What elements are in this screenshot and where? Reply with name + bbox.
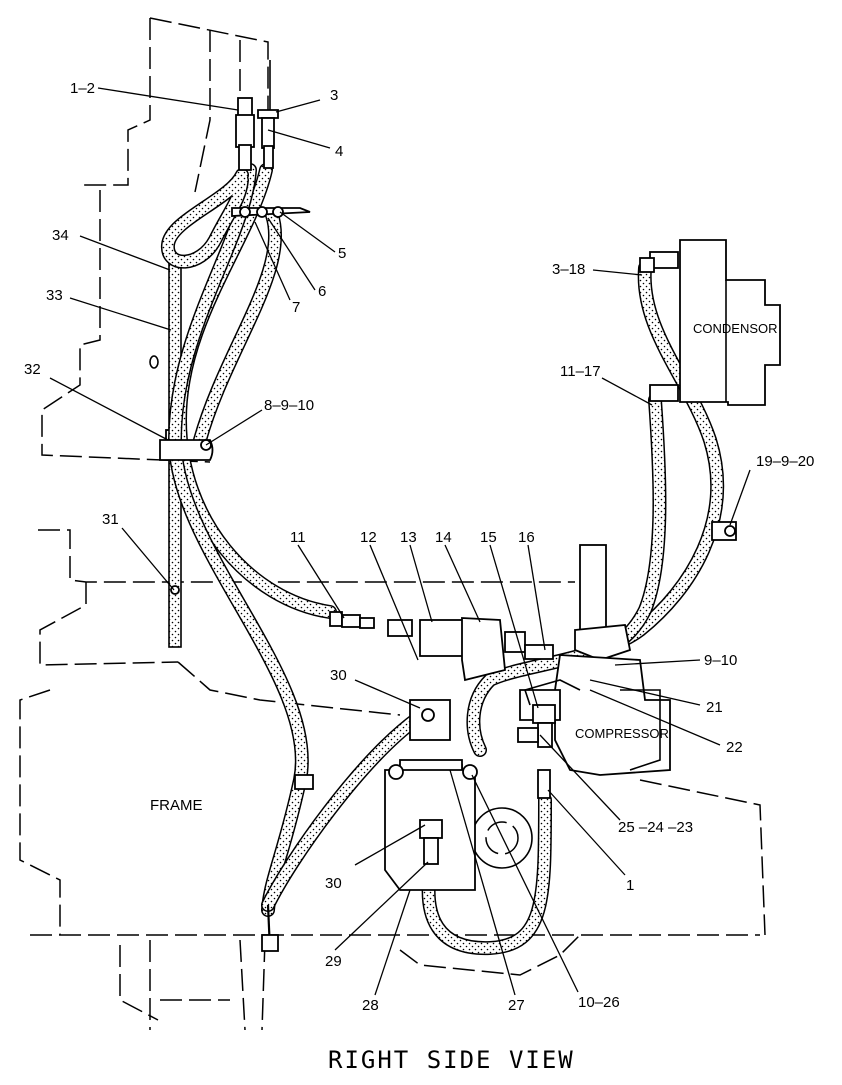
callout-10-26: 10–26 [578,994,620,1011]
condensor-label: CONDENSOR [693,321,778,336]
receiver-dryer [384,699,478,891]
callout-19-9-20: 19–9–20 [756,453,814,470]
callout-34: 34 [52,227,69,244]
callout-33: 33 [46,287,63,304]
callout-9-10: 9–10 [704,652,737,669]
hoses [161,163,725,956]
top-fittings [235,60,279,171]
tee-fitting [517,679,581,799]
callout-25-24-23: 25 –24 –23 [618,819,693,836]
callout-30-bottom: 30 [325,875,342,892]
clamp-plate [231,206,311,218]
callout-21: 21 [706,699,723,716]
frame-structure [19,529,766,1031]
callout-31: 31 [102,511,119,528]
callout-3-18: 3–18 [552,261,585,278]
compressor: COMPRESSOR [519,544,671,776]
callout-6: 6 [318,283,326,300]
callout-27: 27 [508,997,525,1014]
leader-lines [49,87,751,996]
clip-8-9-10 [159,439,214,461]
callout-32: 32 [24,361,41,378]
callout-7: 7 [292,299,300,316]
view-title: RIGHT SIDE VIEW [328,1046,575,1074]
callout-12: 12 [360,529,377,546]
bottom-clamp [261,774,314,952]
frame-label: FRAME [150,797,203,814]
frame-boss [471,807,533,869]
condensor: CONDENSOR [639,239,781,406]
cab-boss [149,355,159,369]
callout-3: 3 [330,87,338,104]
callouts: 1–2 3 4 5 6 7 34 33 32 8–9–10 31 3–18 11… [24,80,814,1014]
callout-30-top: 30 [330,667,347,684]
compressor-label: COMPRESSOR [575,726,669,741]
clip-19-9-20 [711,521,737,541]
callout-1-2: 1–2 [70,80,95,97]
callout-16: 16 [518,529,535,546]
expansion-valve-assembly [329,611,554,682]
callout-11: 11 [290,529,306,546]
callout-15: 15 [480,529,497,546]
callout-4: 4 [335,143,343,160]
callout-8-9-10: 8–9–10 [264,397,314,414]
callout-5: 5 [338,245,346,262]
callout-29: 29 [325,953,342,970]
callout-14: 14 [435,529,452,546]
callout-1: 1 [626,877,634,894]
callout-28: 28 [362,997,379,1014]
callout-22: 22 [726,739,743,756]
callout-13: 13 [400,529,417,546]
callout-11-17: 11–17 [560,363,601,380]
